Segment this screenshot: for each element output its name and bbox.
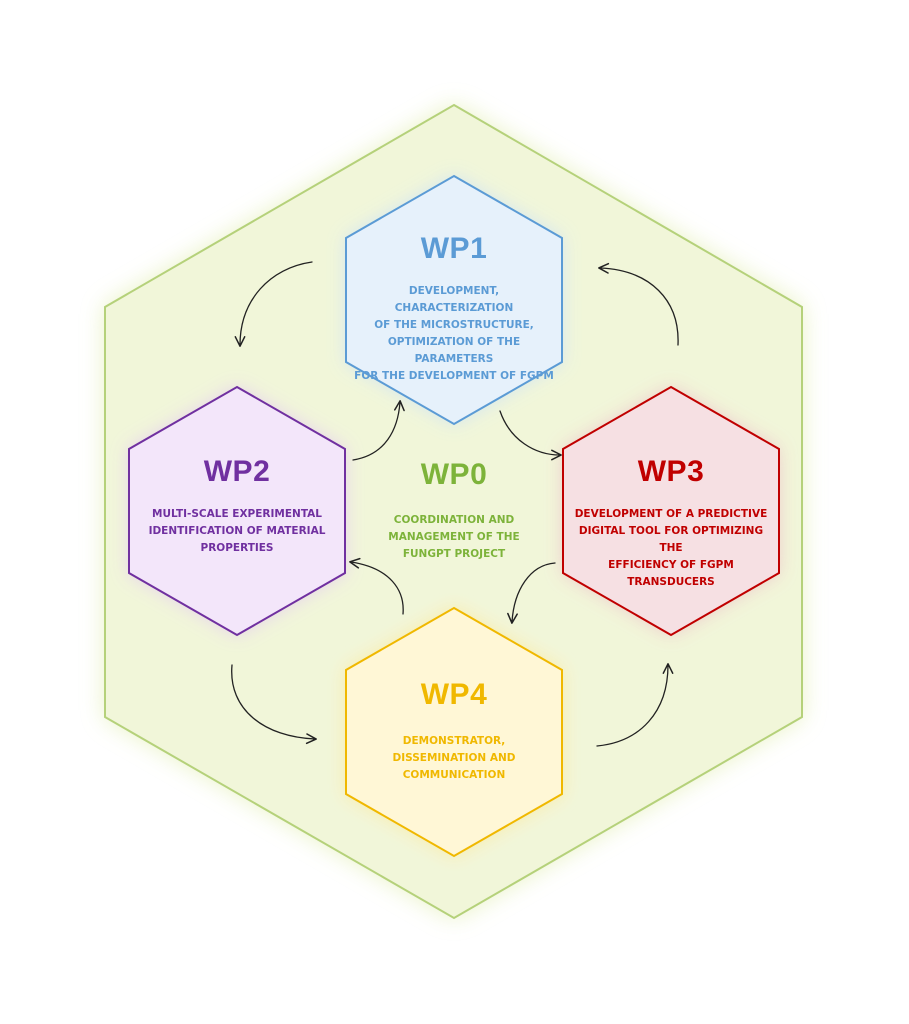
wp3-description: Development of a predictive digital tool… (574, 508, 768, 588)
arrow-wp3-to-wp4 (507, 562, 556, 624)
arrow-wp2-to-wp1 (352, 400, 405, 461)
arrow-wp1-to-wp3 (499, 410, 562, 461)
wp1-title: WP1 (420, 232, 488, 265)
arrow-wp2-to-wp4 (231, 664, 317, 745)
wp4-description: Demonstrator, dissemination and communic… (392, 735, 516, 781)
wp1-hexagon (345, 174, 563, 426)
wp2-title: WP2 (203, 455, 271, 488)
wp3-title: WP3 (637, 455, 705, 488)
arrow-wp4-to-wp3 (596, 663, 674, 747)
wp2-description: Multi-scale experimental identification … (148, 508, 326, 554)
arrow-wp4-to-wp2 (349, 557, 404, 615)
arrow-wp3-to-wp1 (598, 262, 679, 346)
wp0-title: WP0 (420, 458, 488, 491)
wp3-hexagon (562, 385, 780, 637)
arrow-wp1-to-wp2 (234, 261, 313, 347)
wp0-description: Coordination and management of the FunGP… (388, 514, 520, 560)
wp1-description: Development, characterization of the mic… (354, 285, 554, 382)
wp4-hexagon (345, 606, 563, 858)
wp2-hexagon (128, 385, 346, 637)
wp4-title: WP4 (420, 678, 488, 711)
wp0-hexagon (104, 103, 803, 920)
